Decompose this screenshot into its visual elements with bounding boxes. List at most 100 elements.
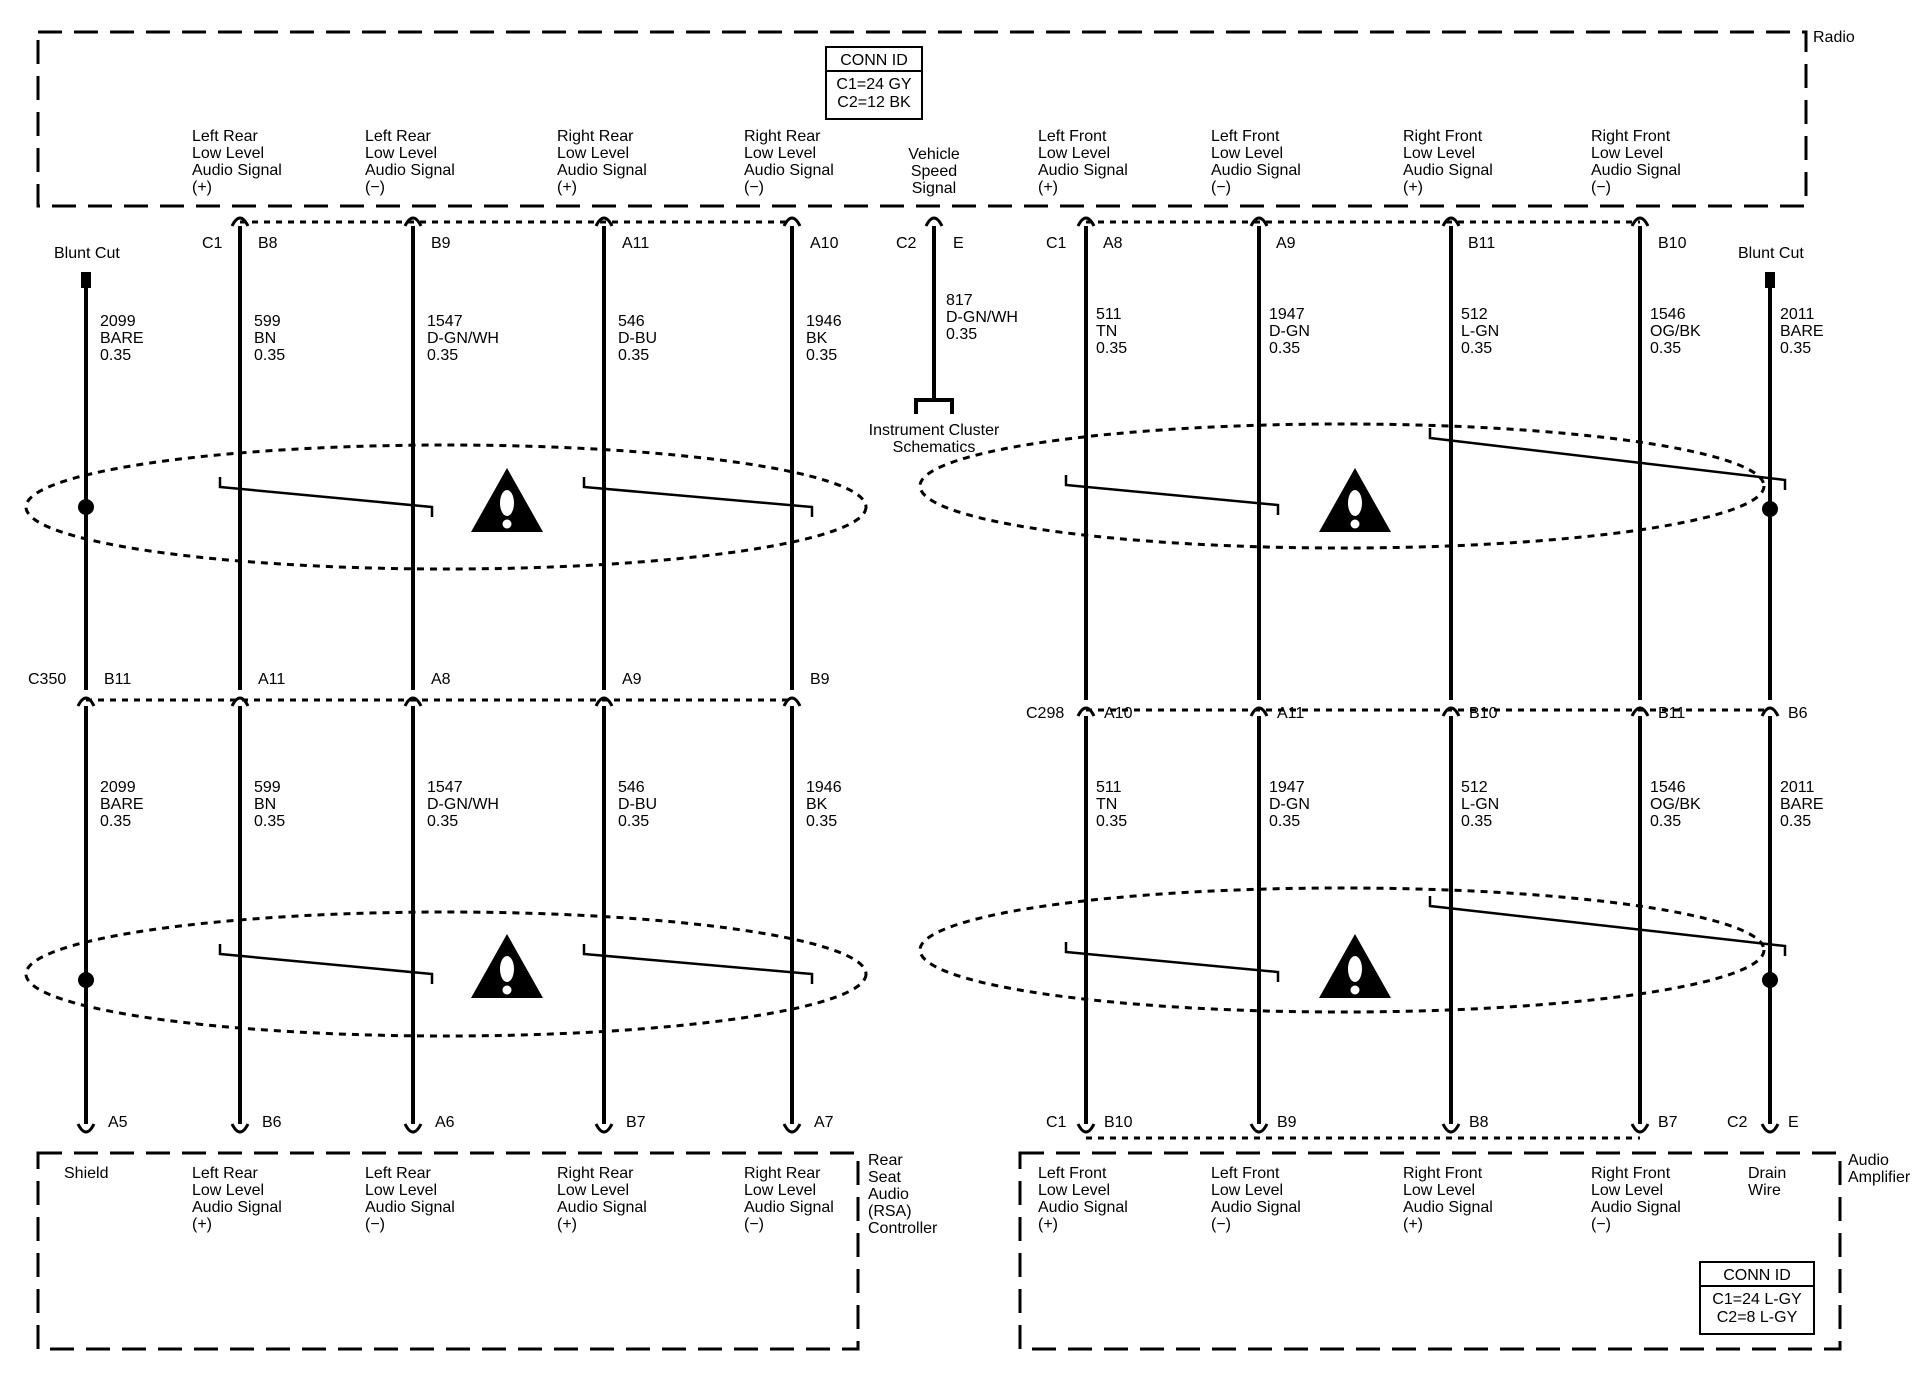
- c350-pin-label: A8: [431, 671, 451, 688]
- amplifier-pin: [1630, 1123, 1650, 1134]
- radio-pin: [1076, 216, 1096, 227]
- drain-splice-dot: [78, 972, 94, 988]
- radio-connector-c1-right: C1: [1046, 235, 1067, 252]
- twisted-pair-mark: [582, 944, 814, 984]
- warning-icon: [1319, 934, 1391, 998]
- warning-mark-bar: [500, 490, 514, 516]
- radio-box: [36, 30, 1808, 208]
- c298-pin-label: A10: [1104, 705, 1133, 722]
- radio-pin: [1441, 216, 1461, 227]
- rsa-pin-label: B6: [262, 1114, 282, 1131]
- c350-pin: [594, 696, 614, 707]
- rsa-pin-label: A7: [814, 1114, 834, 1131]
- connector-c298: C298: [1026, 705, 1064, 722]
- c350-pin: [76, 696, 96, 707]
- c298-pin: [1249, 706, 1269, 717]
- drain-splice-dot: [1762, 972, 1778, 988]
- rsa-pin: [230, 1123, 250, 1134]
- shield-ellipse: [24, 910, 868, 1038]
- c298-pin-label: B10: [1469, 705, 1498, 722]
- c298-pin: [1630, 706, 1650, 717]
- rsa-signal-label: Shield: [64, 1165, 108, 1182]
- shield-groups: [24, 422, 1787, 1038]
- c350-pin-label: B11: [104, 671, 131, 688]
- warning-mark-dot: [1350, 519, 1360, 529]
- radio-pin: [594, 216, 614, 227]
- c298-pin: [1076, 706, 1096, 717]
- warning-mark-dot: [502, 519, 512, 529]
- radio-pin-label: A9: [1276, 235, 1296, 252]
- radio-pin-label: B9: [431, 235, 451, 252]
- amplifier-connector-c1: C1: [1046, 1114, 1067, 1131]
- warning-mark-dot: [1350, 985, 1360, 995]
- amplifier-pin-label: B8: [1469, 1114, 1489, 1131]
- radio-pin: [403, 216, 423, 227]
- amplifier-pin-label: B7: [1658, 1114, 1678, 1131]
- module-boxes: [36, 30, 1842, 1351]
- warning-mark-bar: [500, 956, 514, 982]
- amplifier-pin-label: E: [1788, 1114, 1799, 1131]
- blunt-cut-left-end: [81, 272, 91, 288]
- instrument-cluster-ref-bracket: [914, 398, 954, 414]
- c298-pin-label: A11: [1277, 705, 1304, 722]
- c350-pin-label: A9: [622, 671, 642, 688]
- twisted-pair-mark: [1428, 896, 1787, 956]
- radio-pin-label: B11: [1468, 235, 1495, 252]
- amplifier-pin: [1760, 1123, 1780, 1134]
- radio-pin-e: [924, 216, 944, 227]
- twisted-pair-mark: [582, 477, 814, 517]
- radio-pin-label: A11: [622, 235, 649, 252]
- c350-pin: [403, 696, 423, 707]
- blunt-cut-right-label: Blunt Cut: [1738, 245, 1804, 262]
- amplifier-conn-id-title: CONN ID: [1723, 1267, 1791, 1284]
- rsa-pin: [403, 1123, 423, 1134]
- blunt-cut-right-end: [1765, 272, 1775, 288]
- shield-ellipse: [918, 886, 1766, 1014]
- radio-conn-id-title: CONN ID: [840, 52, 908, 69]
- radio-pin-label: A10: [810, 235, 839, 252]
- warning-icon: [471, 934, 543, 998]
- amplifier-conn-id-frame: [1699, 1261, 1815, 1335]
- radio-label: Radio: [1813, 29, 1855, 46]
- c350-pin-label: A11: [258, 671, 285, 688]
- radio-connector-c2: C2: [896, 235, 917, 252]
- twisted-pair-mark: [1428, 428, 1787, 490]
- audio-amplifier-box: [1018, 1151, 1842, 1351]
- twisted-pair-mark: [1064, 475, 1280, 515]
- warning-mark-bar: [1348, 490, 1362, 516]
- drain-splice-dot: [1762, 501, 1778, 517]
- c298-pin-label: B11: [1658, 705, 1685, 722]
- amplifier-connector-c2: C2: [1727, 1114, 1748, 1131]
- c350-pin-label: B9: [810, 671, 830, 688]
- radio-pin: [230, 216, 250, 227]
- c298-pin: [1760, 706, 1780, 717]
- twisted-pair-mark: [1064, 942, 1280, 982]
- warning-icon: [471, 468, 543, 532]
